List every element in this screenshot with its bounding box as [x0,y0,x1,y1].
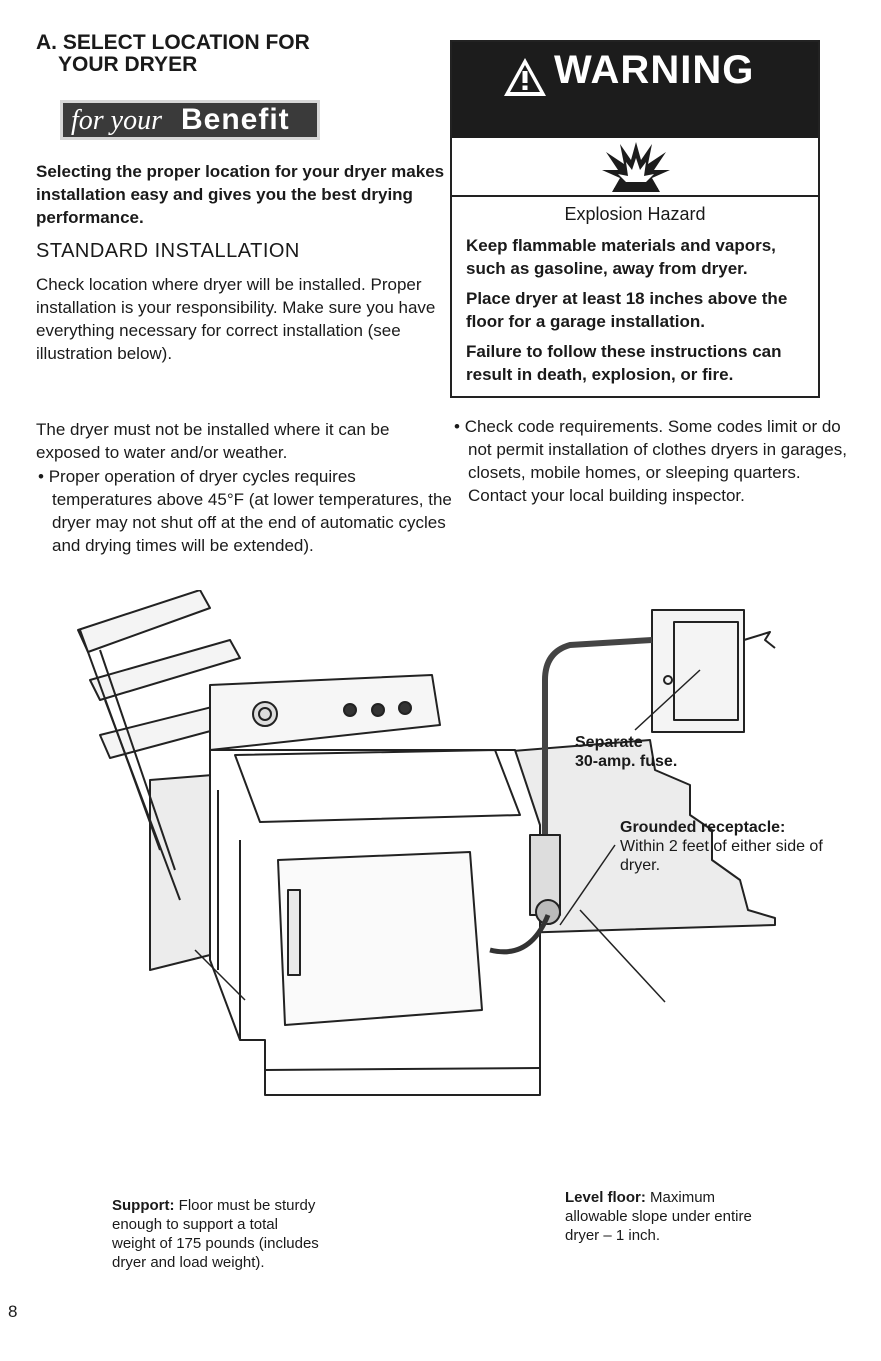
section-title-line1: A. SELECT LOCATION FOR [36,31,310,54]
level-floor-callout: Level floor: Maximum allowable slope und… [565,1188,775,1245]
fuse-callout-line1: Separate [575,734,643,751]
conduit [542,637,653,860]
dryer-top [234,749,521,823]
warning-box: WARNING Explosion Hazard Keep flammable … [450,40,820,398]
standard-installation-title: STANDARD INSTALLATION [36,240,300,262]
level-leader [579,909,666,1003]
warning-paragraph-2: Place dryer at least 18 inches above the… [466,289,788,331]
benefit-word: Benefit [181,103,290,136]
for-your-benefit-badge: for your Benefit [60,100,320,140]
section-title-line2: YOUR DRYER [58,53,198,77]
warning-paragraph-3: Failure to follow these instructions can… [466,342,782,384]
standard-paragraph-2: The dryer must not be installed where it… [36,420,390,462]
joist-1 [77,590,211,653]
warning-paragraph-1: Keep flammable materials and vapors, suc… [466,236,776,278]
warning-triangle-icon [504,58,546,96]
receptacle-callout-text: Within 2 feet of either side of dryer. [620,838,823,874]
standard-paragraph-1: Check location where dryer will be insta… [36,275,436,363]
dryer-door [277,851,483,1026]
bullet-temperature: • Proper operation of dryer cycles requi… [36,465,452,557]
level-floor-callout-text: Maximum allowable slope under entire dry… [565,1189,752,1244]
bullet-dot: • [454,417,460,436]
level-floor-callout-title: Level floor: [565,1189,646,1206]
benefit-for-your: for your [71,105,162,136]
fuse-leader [634,669,701,731]
section-title: A. SELECT LOCATION FOR YOUR DRYER [36,31,310,77]
support-leader [194,949,246,1001]
fuse-callout-line2: 30-amp. fuse. [575,753,678,770]
fuse-callout: Separate 30-amp. fuse. [575,733,677,771]
page-number: 8 [8,1302,18,1321]
warning-divider [452,195,818,197]
bullet-code-requirements: • Check code requirements. Some codes li… [452,415,848,507]
warning-title: WARNING [554,48,755,92]
benefit-text: Selecting the proper location for your d… [36,162,445,227]
power-cord [489,914,551,955]
dryer-console [209,674,441,751]
support-callout: Support: Floor must be sturdy enough to … [112,1196,322,1272]
bullet-dot: • [38,467,44,486]
joist-2 [89,639,241,701]
support-callout-text: Floor must be sturdy enough to support a… [112,1197,319,1271]
explosion-icon [602,142,670,192]
warning-hazard-title: Explosion Hazard [564,204,706,224]
dryer-installation-illustration [77,590,776,1096]
receptacle-callout-title: Grounded receptacle: [620,819,786,836]
bullet-temperature-text: Proper operation of dryer cycles require… [48,467,452,555]
support-callout-title: Support: [112,1197,175,1214]
bullet-code-text: Check code requirements. Some codes limi… [464,417,847,505]
receptacle-callout: Grounded receptacle: Within 2 feet of ei… [620,818,850,875]
receptacle-leader [559,844,616,926]
warning-banner: WARNING [452,42,818,138]
